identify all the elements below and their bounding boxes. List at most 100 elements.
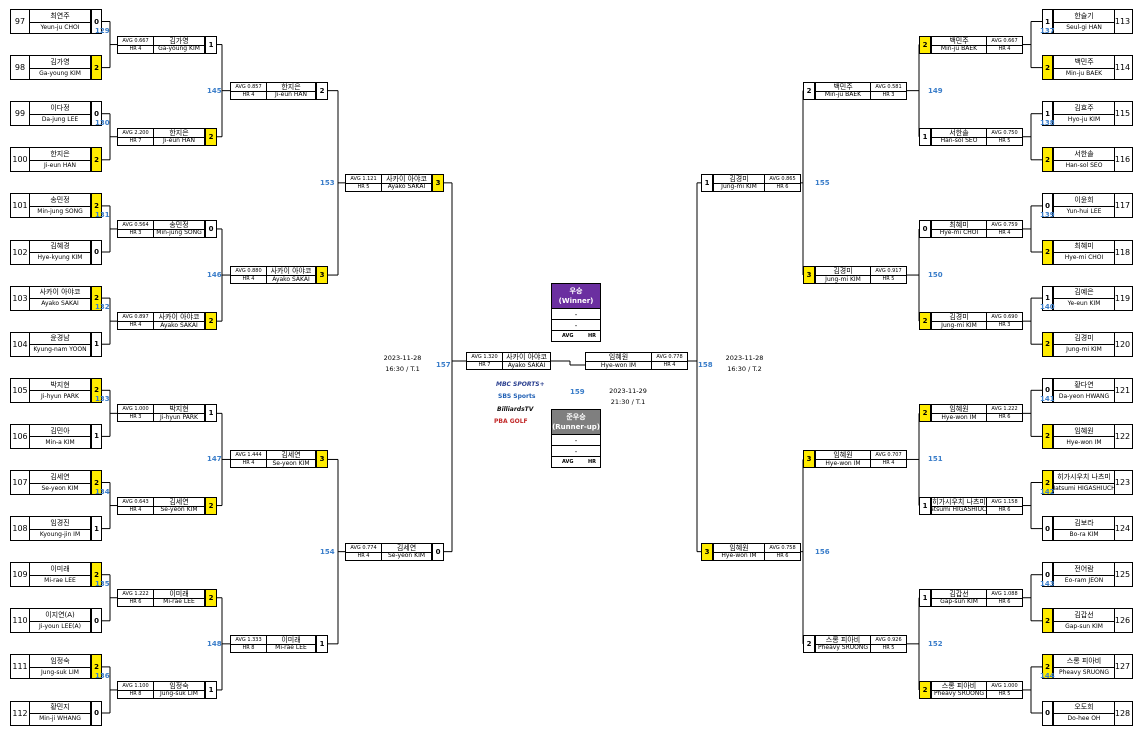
seed-number: 97 — [10, 9, 29, 34]
set-score: 1 — [205, 680, 217, 699]
player-name-ko: 송민정 — [154, 221, 204, 230]
winner-header: 우승 (Winner) — [552, 284, 600, 308]
player-name-en: Ye-eun KIM — [1067, 300, 1101, 308]
set-score: 2 — [1042, 147, 1053, 173]
match-avg: AVG 0.750 — [987, 129, 1022, 138]
divider — [153, 497, 154, 514]
match-number: 150 — [928, 271, 943, 280]
seed-number: 106 — [10, 423, 29, 449]
player-name-ko: 전어람 — [1054, 563, 1114, 576]
match-avg: AVG 0.667 — [118, 37, 153, 46]
match-hr: HR 5 — [357, 183, 370, 190]
divider — [986, 497, 987, 514]
match-hr: HR 4 — [242, 91, 255, 98]
winner-name-en: - — [552, 319, 600, 331]
set-score: 0 — [1042, 700, 1053, 726]
player-name-ko: 윤경남 — [30, 333, 90, 346]
set-score: 0 — [91, 239, 102, 265]
set-score: 2 — [803, 81, 815, 100]
divider — [986, 681, 987, 698]
match-avg: AVG 1.444 — [231, 451, 266, 461]
divider — [153, 589, 154, 606]
match-avg: AVG 1.158 — [987, 498, 1022, 507]
seed-number: 110 — [10, 608, 29, 634]
match-number: 131 — [95, 210, 110, 219]
match-hr: HR 4 — [882, 460, 895, 467]
divider — [153, 681, 154, 698]
player-name-en: Jung-mi KIM — [825, 275, 861, 283]
player-name-ko: 한지은 — [30, 148, 90, 161]
match-number: 151 — [928, 455, 943, 464]
match-hr: HR 4 — [998, 45, 1011, 52]
match-avg: AVG 1.000 — [987, 682, 1022, 691]
set-score: 0 — [1042, 562, 1053, 588]
player-name-en: Pheavy SRUONG — [817, 644, 869, 652]
divider — [986, 589, 987, 606]
player-name-en: Se-yeon KIM — [160, 506, 198, 514]
player-name-ko: 히가시우치 나츠미 — [1054, 471, 1114, 484]
set-score: 3 — [316, 450, 328, 469]
set-score: 0 — [91, 608, 102, 634]
player-name-ko: 스롱 피아비 — [932, 682, 986, 691]
match-number: 145 — [207, 86, 222, 95]
player-name-ko: 사카이 아야코 — [30, 287, 90, 300]
player-name-en: Ga-young KIM — [158, 45, 200, 53]
player-name-en: Se-yeon KIM — [272, 459, 310, 467]
seed-number: 100 — [10, 147, 29, 173]
player-name-en: Min-jung SONG — [37, 208, 83, 216]
match-hr: HR 5 — [998, 690, 1011, 697]
match-avg: AVG 0.707 — [871, 451, 906, 461]
match-avg: AVG 1.088 — [987, 590, 1022, 599]
match-avg: AVG 0.865 — [765, 175, 800, 184]
seed-number: 99 — [10, 101, 29, 127]
match-hr: HR 4 — [242, 276, 255, 283]
player-name-en: Ga-young KIM — [39, 69, 81, 77]
seed-number: 122 — [1113, 423, 1133, 449]
player-name-ko: 임혜원 — [1054, 425, 1114, 438]
player-name-en: Bo-ra KIM — [1069, 530, 1099, 538]
seed-number: 98 — [10, 55, 29, 81]
seed-number: 108 — [10, 516, 29, 542]
player-name-ko: 김세연 — [154, 498, 204, 507]
seed-number: 118 — [1113, 239, 1133, 265]
player-name-en: Ji-eun HAN — [275, 91, 307, 99]
set-score: 2 — [91, 377, 102, 403]
player-name-en: Min-ju BAEK — [824, 91, 862, 99]
match-number: 143 — [1040, 579, 1055, 588]
seed-number: 105 — [10, 377, 29, 403]
player-name-en: Hye-won IM — [941, 413, 977, 421]
match-number: 153 — [320, 178, 335, 187]
match-number: 141 — [1040, 395, 1055, 404]
match-number: 148 — [207, 639, 222, 648]
billiards-tv-logo: BilliardsTV — [497, 406, 534, 413]
divider — [266, 635, 267, 652]
set-score: 3 — [316, 266, 328, 285]
runner-up-header: 준우승 (Runner-up) — [552, 410, 600, 434]
player-name-en: Hye-mi CHOI — [1064, 254, 1104, 262]
player-name-en: Da-jung LEE — [41, 115, 79, 123]
player-name-ko: 임경진 — [30, 517, 90, 530]
set-score: 2 — [919, 312, 931, 331]
player-name-ko: 임정숙 — [154, 682, 204, 691]
semi-right-schedule: 2023-11-28 16:30 / T.2 — [717, 353, 772, 375]
match-avg: AVG 0.759 — [987, 221, 1022, 230]
player-name-en: Min-a KIM — [45, 438, 75, 446]
semi-left-time: 16:30 / T.1 — [385, 365, 420, 373]
match-hr: HR 6 — [129, 598, 142, 605]
set-score: 1 — [701, 173, 713, 192]
match-avg: AVG 0.917 — [871, 267, 906, 277]
player-name-en: Pheavy SRUONG — [1058, 669, 1110, 677]
